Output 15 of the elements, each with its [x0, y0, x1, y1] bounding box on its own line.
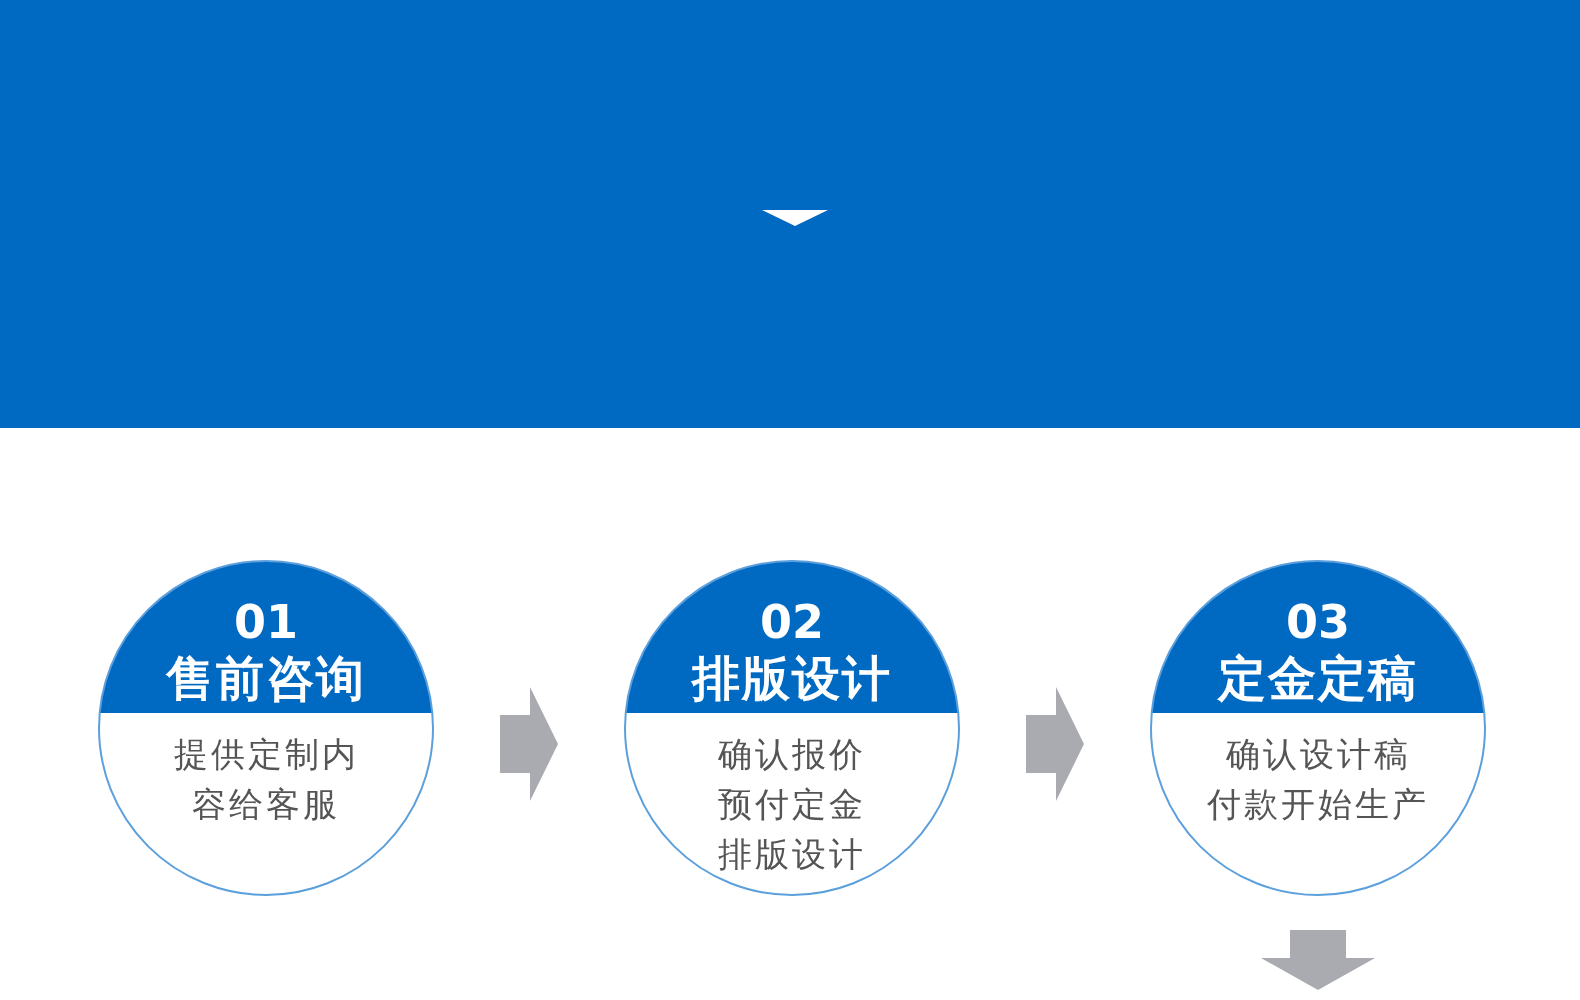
block-arrow [1026, 687, 1084, 801]
step-number: 03 [1286, 595, 1350, 649]
step-description: 排版设计 [717, 833, 867, 876]
step-description: 付款开始生产 [1206, 783, 1430, 826]
step-number: 02 [760, 595, 824, 649]
step-title: 售前咨询 [166, 649, 366, 707]
step-description: 预付定金 [717, 783, 867, 826]
step-description: 确认报价 [717, 733, 867, 776]
step-title: 定金定稿 [1218, 649, 1418, 707]
step-title: 排版设计 [692, 649, 892, 707]
block-arrow [500, 687, 558, 801]
step-description: 确认设计稿 [1224, 733, 1412, 776]
step-number: 01 [234, 595, 298, 649]
block-arrow [1261, 930, 1375, 990]
step-description: 提供定制内容给客服 [172, 733, 360, 826]
